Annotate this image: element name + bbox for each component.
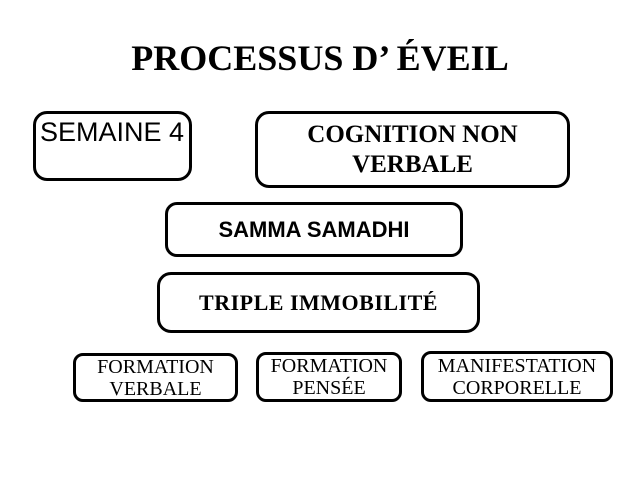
node-formation-verbale: FORMATION VERBALE: [73, 353, 238, 402]
slide-title: PROCESSUS D’ ÉVEIL: [131, 38, 509, 78]
node-manifestation-corporelle: MANIFESTATION CORPORELLE: [421, 351, 613, 402]
node-formation-pensee: FORMATION PENSÉE: [256, 352, 402, 402]
node-triple-immobilite-label: TRIPLE IMMOBILITÉ: [199, 289, 438, 315]
node-semaine-4: SEMAINE 4: [33, 111, 192, 181]
node-samma-samadhi: SAMMA SAMADHI: [165, 202, 463, 257]
node-formation-pensee-label: FORMATION PENSÉE: [270, 355, 388, 399]
node-semaine-4-label: SEMAINE 4: [40, 117, 185, 147]
node-triple-immobilite: TRIPLE IMMOBILITÉ: [157, 272, 480, 333]
node-manifestation-corporelle-label: MANIFESTATION CORPORELLE: [437, 354, 597, 399]
node-samma-samadhi-label: SAMMA SAMADHI: [218, 216, 410, 242]
node-formation-verbale-label: FORMATION VERBALE: [97, 355, 214, 400]
node-cognition-non-verbale-label: COGNITION NON VERBALE: [307, 121, 518, 178]
node-cognition-non-verbale: COGNITION NON VERBALE: [255, 111, 570, 188]
